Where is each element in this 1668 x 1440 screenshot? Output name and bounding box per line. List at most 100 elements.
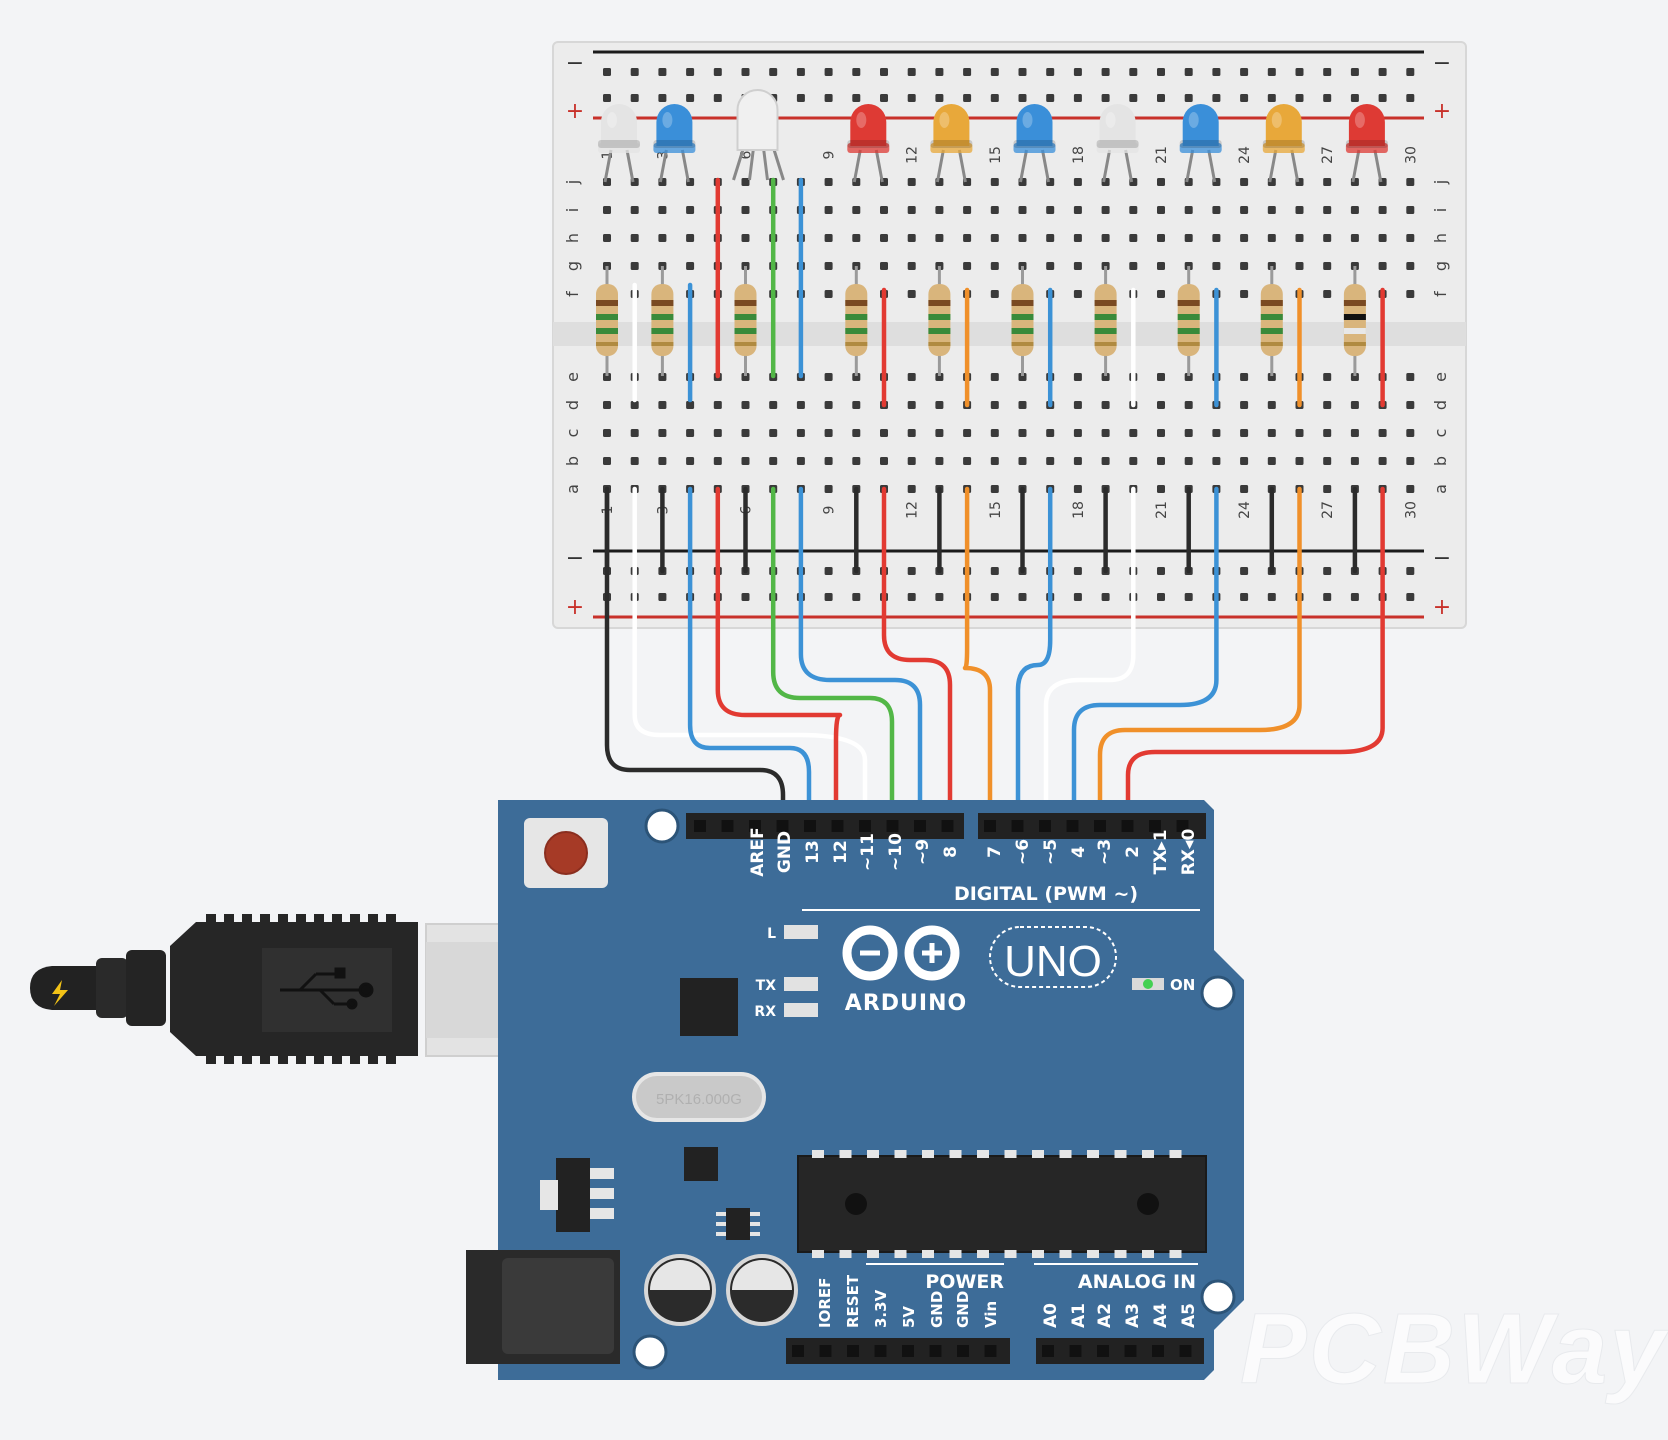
breadboard-hole[interactable] <box>1378 206 1387 214</box>
breadboard-hole[interactable] <box>935 373 944 381</box>
breadboard-hole[interactable] <box>935 401 944 409</box>
rail-hole[interactable] <box>1073 94 1082 102</box>
breadboard-hole[interactable] <box>1406 290 1415 298</box>
header-pin[interactable] <box>847 1345 859 1357</box>
breadboard-hole[interactable] <box>1073 401 1082 409</box>
header-pin[interactable] <box>804 820 816 832</box>
rail-hole[interactable] <box>1323 68 1332 76</box>
rail-hole[interactable] <box>907 567 916 575</box>
rail-hole[interactable] <box>741 68 750 76</box>
rail-hole[interactable] <box>713 94 722 102</box>
header-pin[interactable] <box>902 1345 914 1357</box>
breadboard-hole[interactable] <box>1073 178 1082 186</box>
breadboard-hole[interactable] <box>990 234 999 242</box>
breadboard-hole[interactable] <box>1046 429 1055 437</box>
header-pin[interactable] <box>694 820 706 832</box>
breadboard-hole[interactable] <box>1157 373 1165 381</box>
breadboard-hole[interactable] <box>603 373 611 381</box>
resistor[interactable] <box>734 266 757 376</box>
blue-led[interactable] <box>1013 104 1056 183</box>
rail-hole[interactable] <box>603 68 611 76</box>
rail-hole[interactable] <box>824 94 833 102</box>
header-pin[interactable] <box>859 820 871 832</box>
rail-hole[interactable] <box>1018 593 1027 601</box>
header-pin[interactable] <box>1124 1345 1137 1357</box>
breadboard-hole[interactable] <box>630 429 639 437</box>
rail-hole[interactable] <box>1101 593 1110 601</box>
rail-hole[interactable] <box>1323 94 1332 102</box>
breadboard-hole[interactable] <box>824 178 833 186</box>
rail-hole[interactable] <box>1184 94 1193 102</box>
breadboard-hole[interactable] <box>686 262 695 270</box>
breadboard-hole[interactable] <box>824 401 833 409</box>
rail-hole[interactable] <box>1378 94 1387 102</box>
rail-hole[interactable] <box>990 68 999 76</box>
breadboard-hole[interactable] <box>907 429 916 437</box>
breadboard-hole[interactable] <box>824 262 833 270</box>
breadboard-hole[interactable] <box>603 429 611 437</box>
red-led[interactable] <box>847 104 890 183</box>
blue-led[interactable] <box>1179 104 1222 183</box>
header-pin[interactable] <box>1039 820 1051 832</box>
breadboard-hole[interactable] <box>769 457 778 465</box>
reset-button[interactable] <box>544 831 588 875</box>
breadboard-hole[interactable] <box>1406 401 1415 409</box>
header-pin[interactable] <box>941 820 954 832</box>
rail-hole[interactable] <box>1046 68 1055 76</box>
rail-hole[interactable] <box>990 593 999 601</box>
breadboard-hole[interactable] <box>1157 457 1165 465</box>
breadboard-hole[interactable] <box>603 234 611 242</box>
resistor[interactable] <box>845 266 868 376</box>
breadboard-hole[interactable] <box>1240 401 1249 409</box>
breadboard-hole[interactable] <box>1157 290 1165 298</box>
breadboard-hole[interactable] <box>1184 429 1193 437</box>
breadboard-hole[interactable] <box>1101 234 1110 242</box>
header-pin[interactable] <box>1066 820 1079 832</box>
breadboard-hole[interactable] <box>769 429 778 437</box>
breadboard-hole[interactable] <box>1018 457 1027 465</box>
header-pin[interactable] <box>721 820 734 832</box>
breadboard-hole[interactable] <box>1073 429 1082 437</box>
resistor[interactable] <box>1343 266 1366 376</box>
breadboard-hole[interactable] <box>990 485 999 493</box>
breadboard-hole[interactable] <box>963 429 972 437</box>
rail-hole[interactable] <box>1184 68 1193 76</box>
breadboard-hole[interactable] <box>1018 401 1027 409</box>
breadboard-hole[interactable] <box>1073 234 1082 242</box>
breadboard-hole[interactable] <box>880 457 888 465</box>
breadboard-hole[interactable] <box>1240 206 1249 214</box>
rail-hole[interactable] <box>796 68 805 76</box>
breadboard-hole[interactable] <box>1406 262 1415 270</box>
rail-hole[interactable] <box>1101 94 1110 102</box>
rail-hole[interactable] <box>1350 593 1359 601</box>
rail-hole[interactable] <box>990 94 999 102</box>
rail-hole[interactable] <box>713 68 722 76</box>
breadboard-hole[interactable] <box>1240 485 1249 493</box>
breadboard-hole[interactable] <box>603 206 611 214</box>
breadboard-hole[interactable] <box>1350 457 1359 465</box>
breadboard-hole[interactable] <box>741 206 750 214</box>
breadboard-hole[interactable] <box>1295 429 1304 437</box>
rail-hole[interactable] <box>1018 94 1027 102</box>
breadboard-hole[interactable] <box>1240 178 1249 186</box>
breadboard-hole[interactable] <box>1406 373 1415 381</box>
breadboard-hole[interactable] <box>658 373 667 381</box>
breadboard-hole[interactable] <box>990 290 999 298</box>
breadboard-hole[interactable] <box>1323 206 1332 214</box>
header-pin[interactable] <box>1152 1345 1164 1357</box>
rail-hole[interactable] <box>935 68 944 76</box>
breadboard-hole[interactable] <box>686 401 695 409</box>
yellow-led[interactable] <box>1262 104 1305 183</box>
breadboard-hole[interactable] <box>630 262 639 270</box>
breadboard-hole[interactable] <box>935 234 944 242</box>
rail-hole[interactable] <box>1046 94 1055 102</box>
header-pin[interactable] <box>984 820 996 832</box>
rail-hole[interactable] <box>907 94 916 102</box>
breadboard-hole[interactable] <box>630 234 639 242</box>
breadboard-hole[interactable] <box>1018 206 1027 214</box>
rail-hole[interactable] <box>686 94 695 102</box>
rail-hole[interactable] <box>1406 593 1415 601</box>
breadboard-hole[interactable] <box>796 429 805 437</box>
breadboard-hole[interactable] <box>1350 429 1359 437</box>
